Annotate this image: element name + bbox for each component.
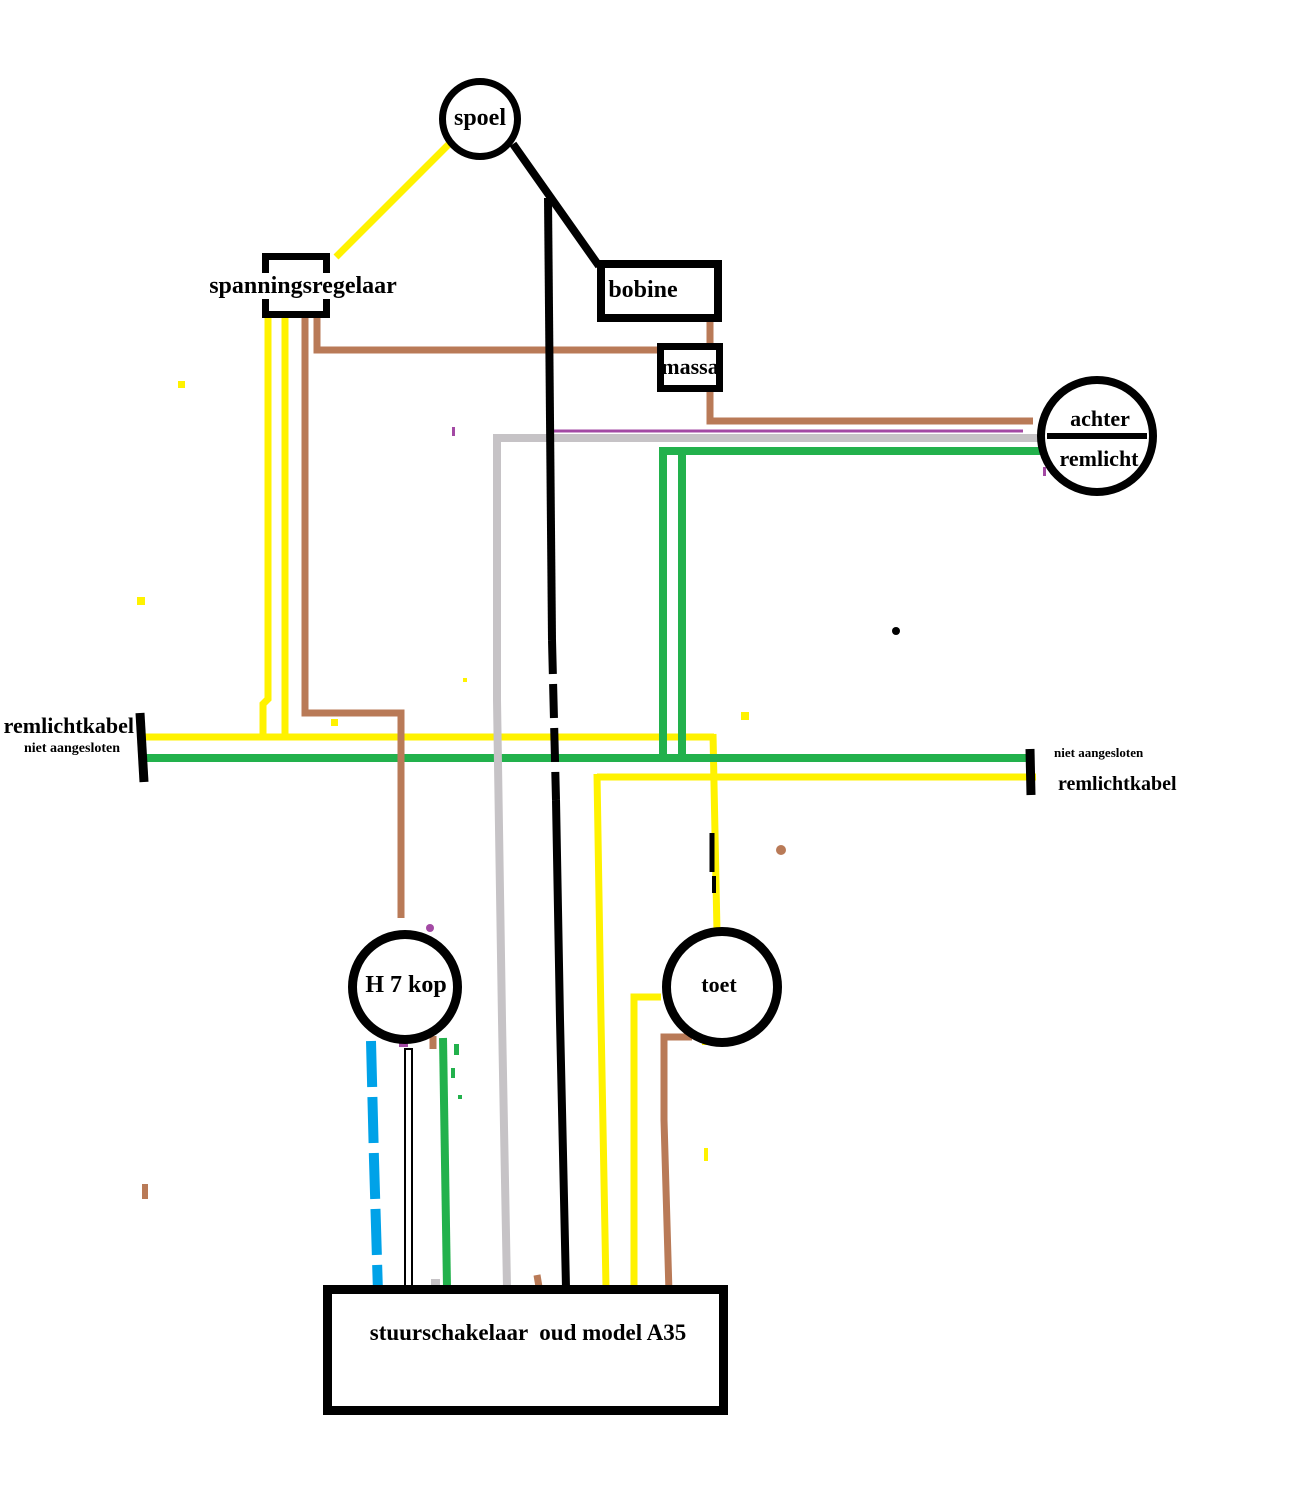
stray-mark — [454, 1044, 459, 1055]
wire-spoel-stuurschakelaar-onder — [552, 799, 570, 1289]
stuurschakelaar-label: stuurschakelaar oud model A35 — [369, 1320, 687, 1345]
stray-mark — [741, 712, 749, 720]
stray-mark — [426, 924, 434, 932]
wire-toet-stuurschakelaar-bruin — [660, 1033, 692, 1294]
wire-spoel-stuurschakelaar-boven — [544, 197, 556, 641]
stray-mark — [704, 1148, 708, 1161]
wire-spoel-bobine — [509, 141, 603, 269]
bobine-label: bobine — [608, 277, 678, 303]
stray-mark — [431, 1279, 440, 1286]
wire-h7kop-stuurschakelaar-blauw — [366, 1040, 383, 1294]
spoel-label: spoel — [453, 105, 507, 131]
node-massa — [657, 343, 723, 392]
niet-aangesloten-links-label: niet aangesloten — [23, 741, 121, 756]
wire-spanningsregelaar-remlichtkabel-1 — [259, 316, 272, 735]
niet-aangesloten-rechts-label: niet aangesloten — [1054, 745, 1144, 760]
massa-label: massa — [661, 354, 719, 379]
wire-spoel-stuurschakelaar-midden — [548, 639, 560, 801]
node-h7-kop — [348, 930, 462, 1044]
stray-mark — [178, 381, 185, 388]
wire-naar-toet-top — [709, 733, 721, 933]
wire-naar-stuurschakelaar-geel-1 — [593, 773, 610, 1289]
node-achter-remlicht — [1037, 376, 1157, 496]
terminal-rechts-staaf — [1025, 748, 1036, 796]
stray-mark — [452, 427, 455, 436]
stray-mark — [399, 1043, 408, 1047]
wire-spanningsregelaar-h7kop — [301, 316, 405, 918]
node-bobine — [597, 260, 722, 322]
wire-h7kop-stuurschakelaar-groen — [439, 1037, 451, 1289]
remlicht-label: remlicht — [1059, 446, 1139, 471]
wire-toet-stuurschakelaar-geel — [630, 993, 661, 1288]
stray-mark — [142, 1184, 148, 1199]
node-toet — [662, 927, 782, 1047]
stray-mark — [451, 1068, 455, 1078]
wire-massa-achter — [706, 390, 1033, 425]
terminal-links-staaf — [135, 712, 149, 783]
remlichtkabel-links-label: remlichtkabel — [3, 713, 134, 738]
stray-mark — [776, 845, 786, 855]
achter-label: achter — [1070, 406, 1130, 431]
stray-mark — [1043, 467, 1046, 476]
node-spoel — [439, 78, 521, 160]
wire-achter-stuurschakelaar-grijs — [493, 434, 1104, 1289]
spanningsregelaar-label: spanningsregelaar — [206, 273, 400, 300]
wire-spoel-spanningsregelaar — [333, 138, 455, 260]
achter-remlicht-divider — [1047, 433, 1147, 439]
remlichtkabel-rechts-label: remlichtkabel — [1058, 773, 1177, 795]
stray-mark — [463, 678, 467, 682]
toet-label: toet — [701, 972, 737, 997]
stray-mark — [458, 1095, 462, 1099]
wire-spanningsregelaar-massa — [313, 316, 658, 354]
h7-kop-label: H 7 kop — [365, 972, 447, 998]
stray-mark — [331, 719, 338, 726]
stray-mark — [892, 627, 900, 635]
node-stuurschakelaar — [323, 1285, 728, 1415]
stray-mark — [137, 597, 145, 605]
